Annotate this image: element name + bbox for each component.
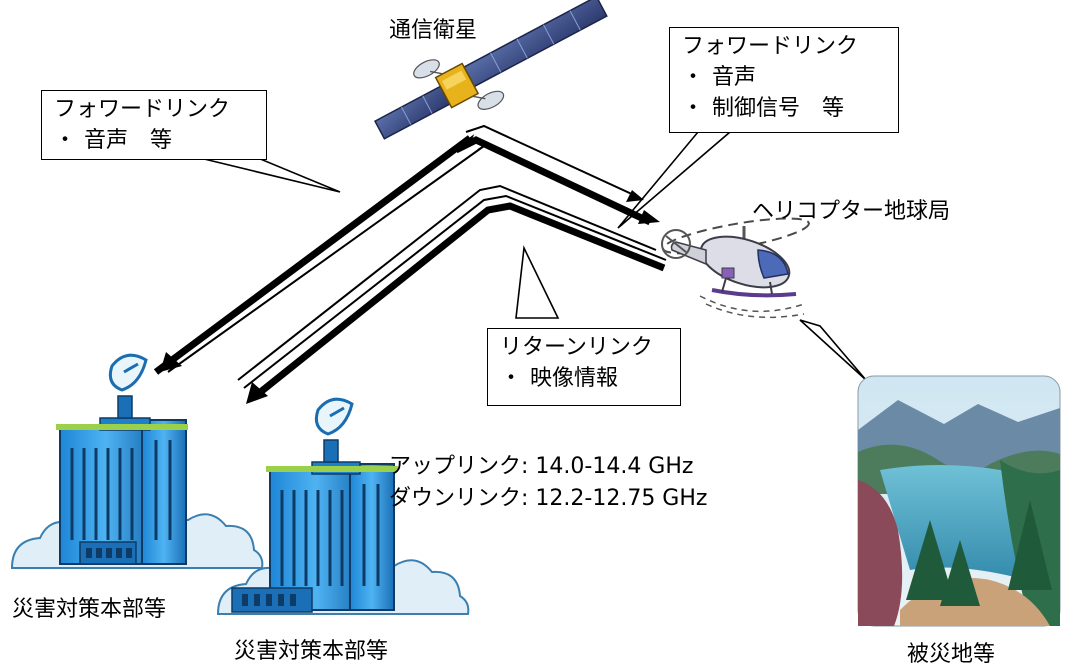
- link-arrows: [153, 124, 667, 404]
- station1-label: 災害対策本部等: [12, 597, 167, 622]
- station2-label: 災害対策本部等: [234, 639, 389, 664]
- right-forward-title: フォワードリンク: [682, 34, 859, 59]
- arrow-heli-to-station2-line: [243, 194, 667, 389]
- disaster-site-landscape-icon: [857, 375, 1061, 627]
- arrow-sat-to-station1-thick: [153, 135, 473, 375]
- right-forward-item-1: ・音声: [682, 62, 888, 93]
- right-forward-item-2: ・制御信号 等: [682, 93, 888, 124]
- arrowhead-station1: [160, 352, 182, 372]
- disaster-pointer: [799, 319, 867, 381]
- return-pointer: [515, 245, 560, 319]
- arrow-sat-to-heli-outline: [465, 124, 637, 197]
- station1-building-icon: [10, 353, 264, 569]
- arrowhead-station2: [246, 382, 268, 404]
- bullet: ・: [682, 96, 705, 121]
- right-forward-item-2-text: 制御信号 等: [712, 96, 845, 121]
- arrowhead-heli-2: [626, 190, 644, 202]
- arrow-sat-to-heli-thick: [454, 136, 652, 226]
- arrow-heli-to-station2-outline: [237, 184, 657, 381]
- arrowhead-heli-1: [638, 210, 660, 224]
- station2-building-icon: [216, 397, 470, 615]
- arrow-heli-to-station2-thick: [255, 202, 666, 397]
- left-forward-pointer: [199, 157, 341, 193]
- bullet: ・: [500, 366, 523, 391]
- left-forward-item-1: ・音声 等: [54, 125, 256, 156]
- left-forward-callout: フォワードリンク ・音声 等: [41, 90, 267, 160]
- left-forward-item-1-text: 音声 等: [84, 128, 173, 153]
- satellite-icon: [373, 0, 608, 140]
- helicopter-label: ヘリコプター地球局: [752, 199, 951, 224]
- callout-pointers: [199, 131, 867, 381]
- downlink-frequency: ダウンリンク: 12.2-12.75 GHz: [389, 486, 708, 511]
- return-title: リターンリンク: [500, 335, 653, 360]
- return-item-1-text: 映像情報: [530, 366, 619, 391]
- helicopter-icon: [661, 217, 810, 319]
- return-callout: リターンリンク ・映像情報: [487, 328, 681, 406]
- right-forward-item-1-text: 音声: [712, 65, 757, 90]
- uplink-frequency: アップリンク: 14.0-14.4 GHz: [389, 454, 694, 479]
- bullet: ・: [682, 65, 705, 90]
- right-forward-callout: フォワードリンク ・音声 ・制御信号 等: [669, 27, 899, 133]
- left-forward-title: フォワードリンク: [54, 97, 231, 122]
- disaster-site-label: 被災地等: [907, 642, 996, 667]
- satellite-label: 通信衛星: [389, 18, 478, 43]
- bullet: ・: [54, 128, 77, 153]
- return-item-1: ・映像情報: [500, 363, 670, 394]
